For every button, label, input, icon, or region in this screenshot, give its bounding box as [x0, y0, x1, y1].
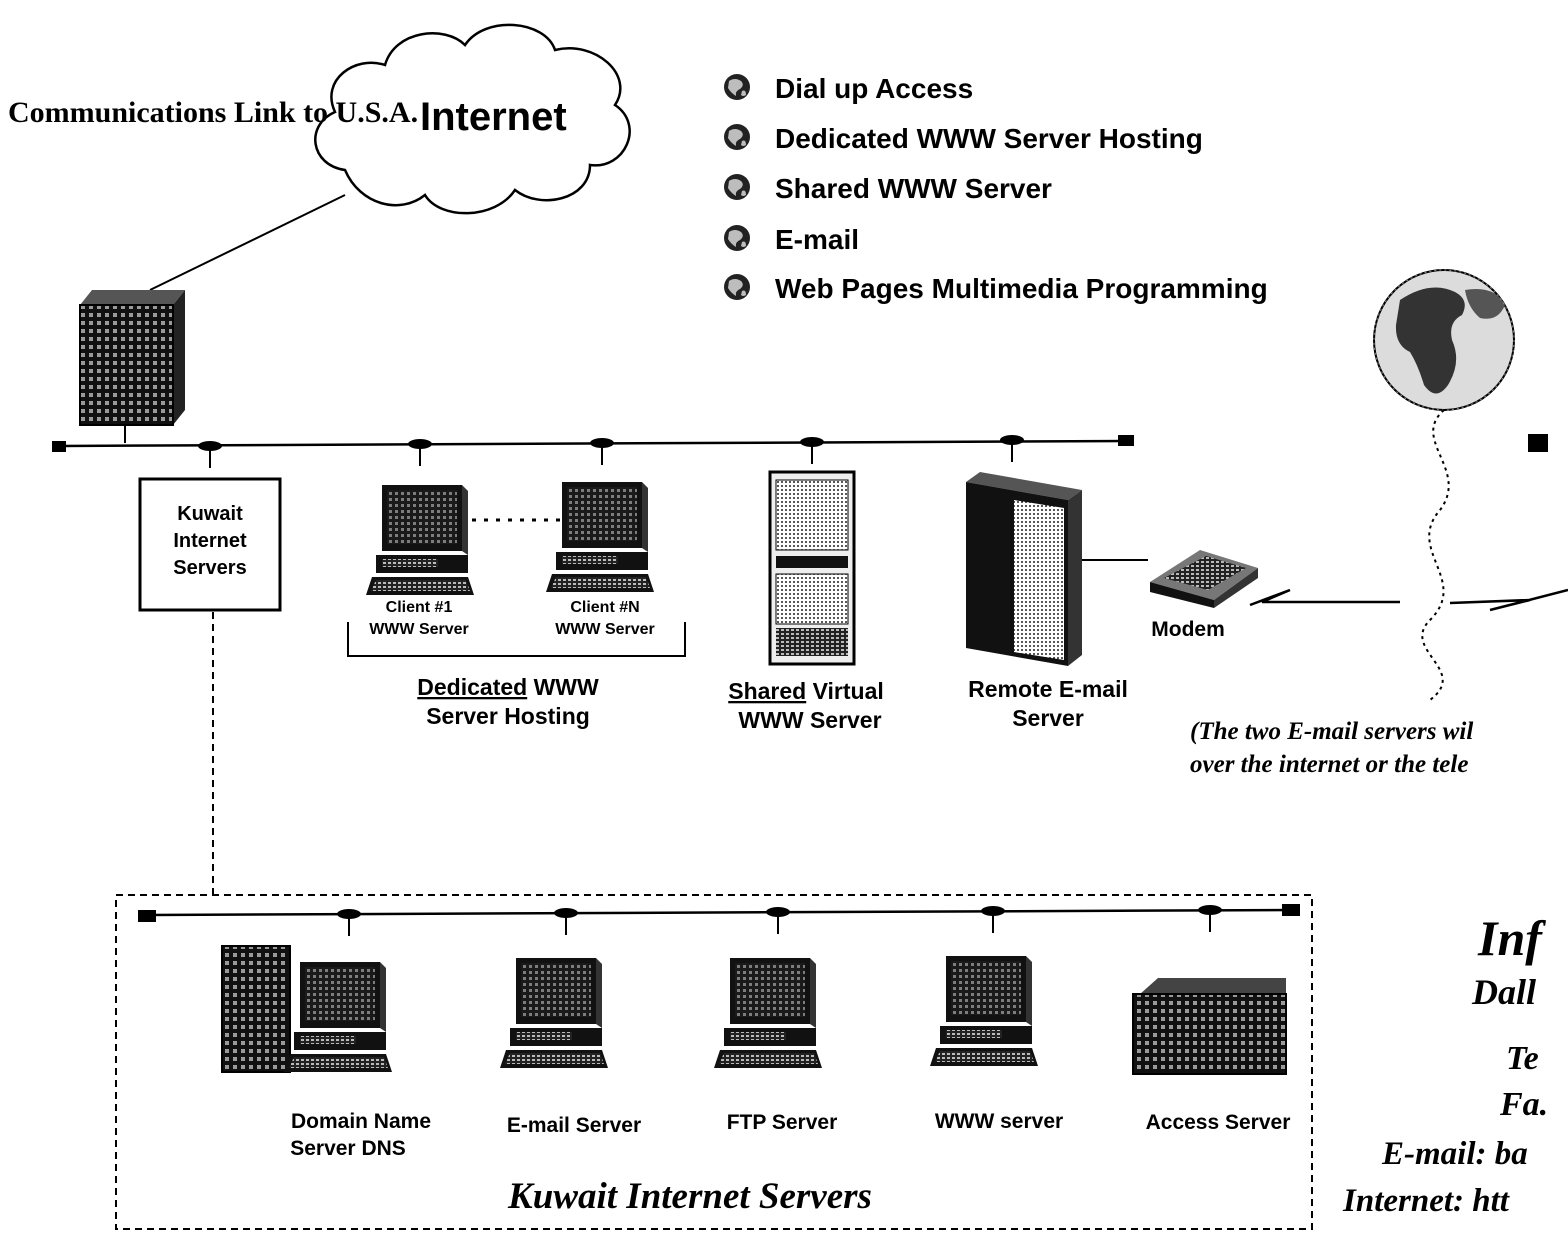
dedicated-hosting-label: Dedicated WWW	[417, 674, 599, 700]
service-item: Web Pages Multimedia Programming	[775, 273, 1268, 304]
kuwait-box-line: Servers	[173, 557, 246, 579]
shared-server-label-2: WWW Server	[738, 707, 881, 733]
internet-label: Internet	[420, 95, 567, 139]
globe-bullet-icon	[724, 274, 750, 300]
ftp-server-label: FTP Server	[727, 1111, 838, 1134]
service-item: Dial up Access	[775, 73, 973, 104]
client-n-label: Client #N	[570, 599, 639, 616]
kuwait-servers-title: Kuwait Internet Servers	[507, 1176, 872, 1217]
email-server-icon	[500, 958, 608, 1068]
kuwait-box-line: Kuwait	[177, 503, 243, 525]
contact-email: E-mail: ba	[1381, 1136, 1528, 1172]
kuwait-servers-box: Kuwait Internet Servers	[138, 477, 282, 612]
remote-email-label-2: Server	[1012, 705, 1084, 731]
phone-line	[1249, 588, 1400, 607]
client-n-label: WWW Server	[555, 621, 655, 638]
email-note: over the internet or the tele	[1190, 751, 1468, 778]
client-n-computer-icon	[546, 482, 654, 592]
dedicated-rest: WWW	[527, 674, 599, 700]
kuwait-box-line: Internet	[173, 530, 247, 552]
ftp-server-icon	[714, 958, 822, 1068]
contact-internet: Internet: htt	[1342, 1183, 1510, 1219]
top-backbone	[52, 434, 1134, 469]
dedicated-underlined: Dedicated	[417, 674, 527, 700]
dns-label: Domain Name	[291, 1110, 431, 1133]
dns-label-2: Server DNS	[290, 1137, 406, 1160]
communications-link-label: Communications Link to U.S.A.	[8, 96, 418, 129]
shared-server-label: Shared Virtual	[728, 678, 884, 704]
dedicated-bracket	[347, 622, 686, 657]
service-item: Shared WWW Server	[775, 173, 1052, 204]
access-server-icon	[1132, 978, 1287, 1075]
client-1-computer-icon	[366, 485, 474, 595]
shared-rest: Virtual	[806, 678, 884, 704]
right-terminator	[1528, 434, 1548, 452]
service-item: E-mail	[775, 224, 859, 255]
contact-city: Dall	[1471, 972, 1536, 1012]
www-server-label: WWW server	[935, 1110, 1063, 1133]
dedicated-hosting-label-2: Server Hosting	[426, 703, 590, 729]
globe-bullet-icon	[724, 174, 750, 200]
internet-cloud	[314, 23, 631, 215]
bottom-backbone	[138, 904, 1300, 937]
modem-icon	[1150, 550, 1258, 608]
service-item: Dedicated WWW Server Hosting	[775, 123, 1203, 154]
globe-wavy-line	[1421, 409, 1450, 701]
shared-server-tower-icon	[768, 470, 856, 666]
contact-fax: Fa.	[1499, 1086, 1548, 1123]
email-note: (The two E-mail servers wil	[1190, 718, 1473, 745]
client-1-label: WWW Server	[369, 621, 469, 638]
access-server-label: Access Server	[1146, 1111, 1291, 1134]
kuwait-servers-region	[115, 894, 1313, 1230]
contact-tel: Te	[1506, 1040, 1539, 1077]
globe-bullet-icon	[724, 225, 750, 251]
globe-bullet-icon	[724, 124, 750, 150]
client-1-label: Client #1	[386, 599, 453, 616]
remote-email-server-icon	[966, 472, 1082, 666]
www-server-icon	[930, 956, 1038, 1066]
modem-label: Modem	[1151, 618, 1225, 641]
services-list: Dial up Access Dedicated WWW Server Host…	[724, 73, 1268, 304]
dns-server-icon	[221, 945, 392, 1073]
remote-email-label: Remote E-mail	[968, 676, 1128, 702]
shared-underlined: Shared	[728, 678, 806, 704]
phone-line-right	[1449, 588, 1568, 612]
email-server-label: E-mail Server	[507, 1114, 641, 1137]
router-icon	[79, 290, 185, 443]
globe-bullet-icon	[724, 74, 750, 100]
uplink-line	[149, 194, 346, 291]
contact-title: Inf	[1477, 910, 1546, 966]
globe-icon	[1373, 269, 1515, 411]
